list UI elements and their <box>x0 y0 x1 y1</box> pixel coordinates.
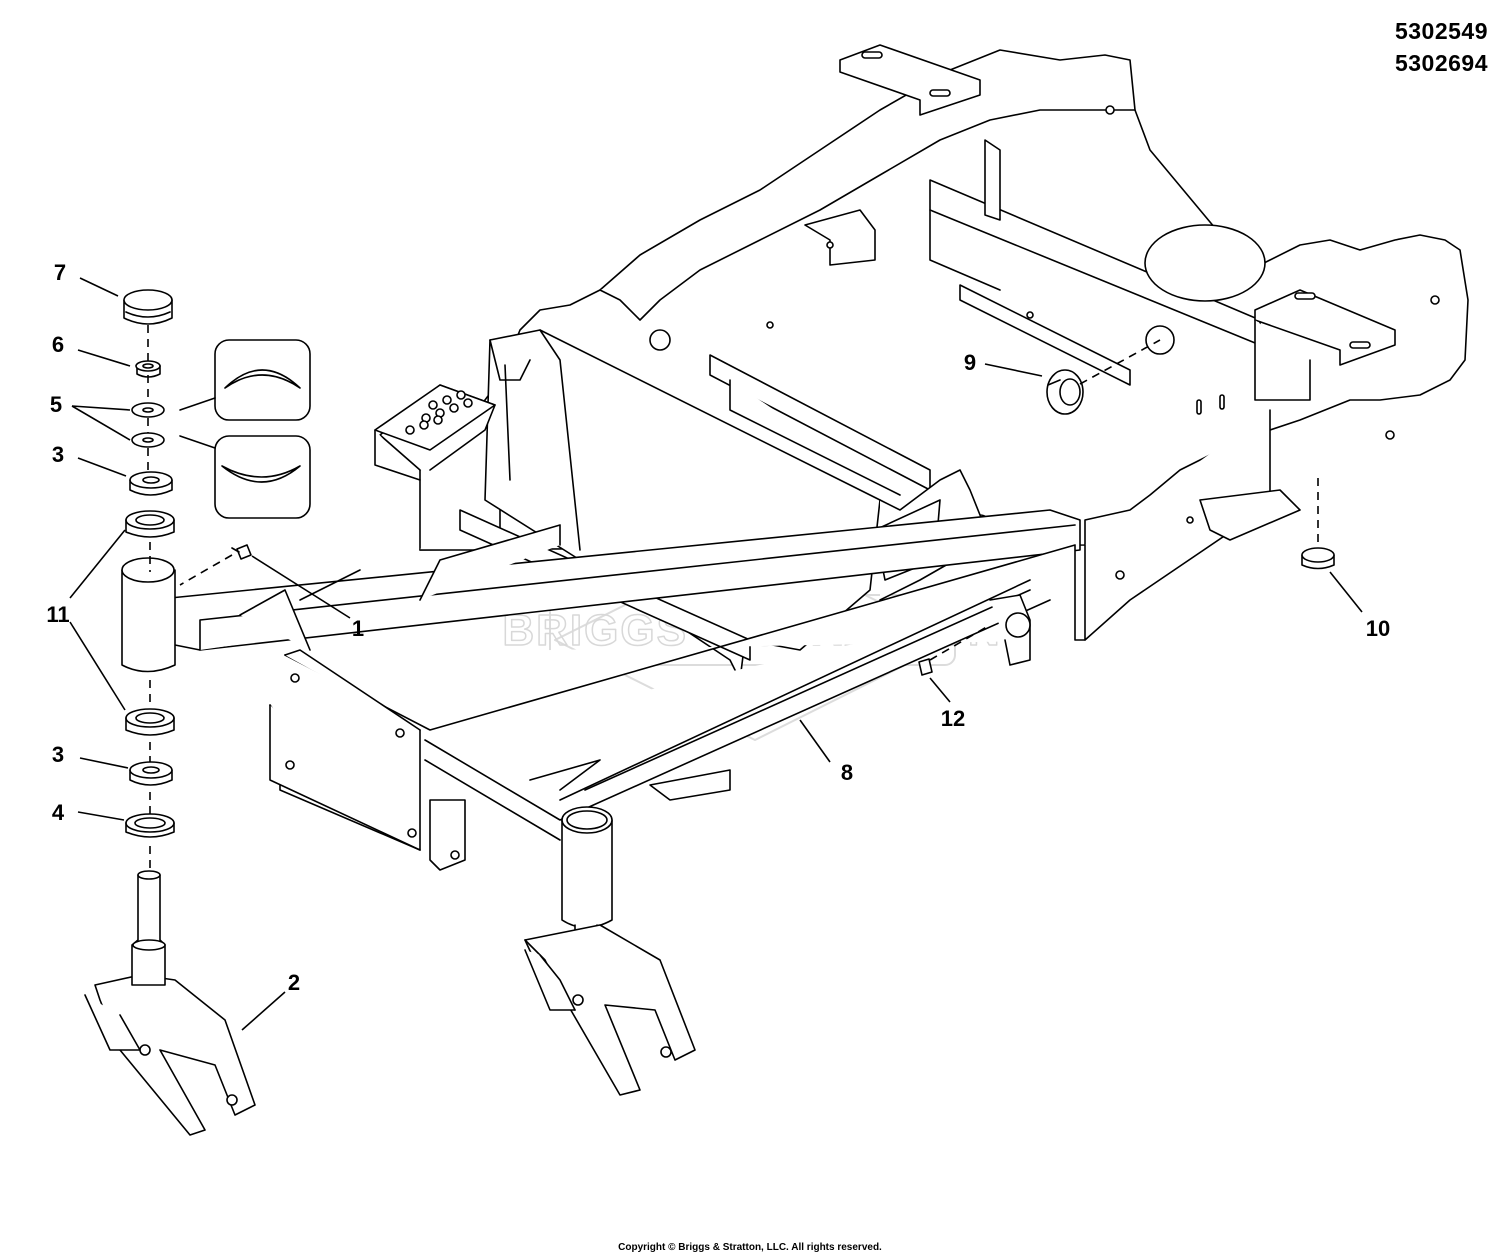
callout-5: 5 <box>50 392 62 417</box>
callout-1: 1 <box>352 616 364 641</box>
bearing-3-lower <box>129 761 173 786</box>
caster-fork-left <box>84 974 256 1136</box>
bearing-race-11-upper <box>125 510 175 538</box>
hub-cap-7 <box>123 289 173 325</box>
washer-detail-top <box>179 339 311 421</box>
callout-8: 8 <box>841 760 853 785</box>
seal-4 <box>125 813 175 838</box>
callout-2: 2 <box>288 970 300 995</box>
callout-3-upper: 3 <box>52 442 64 467</box>
copyright-notice: Copyright © Briggs & Stratton, LLC. All … <box>618 1242 882 1253</box>
grommet-9 <box>1046 369 1084 415</box>
washer-detail-bottom <box>179 435 311 519</box>
alignment-lines <box>147 325 1319 872</box>
spindle-housing-right <box>561 806 613 949</box>
caster-fork-right <box>524 924 696 1096</box>
callout-3-lower: 3 <box>52 742 64 767</box>
grease-fitting-1 <box>231 544 252 560</box>
document-number-2: 5302694 <box>1394 50 1488 76</box>
spindle-shaft <box>131 870 166 986</box>
callout-12: 12 <box>941 706 965 731</box>
front-frame <box>149 509 1086 871</box>
callout-9: 9 <box>964 350 976 375</box>
callout-labels: 7 6 5 3 11 3 4 2 1 8 9 10 12 <box>46 260 1390 995</box>
washer-5-lower <box>131 432 165 448</box>
nut-6 <box>135 360 161 378</box>
callout-4: 4 <box>52 800 65 825</box>
washer-5-upper <box>131 402 165 418</box>
callout-11: 11 <box>46 602 69 627</box>
plug-10 <box>1301 547 1335 570</box>
callout-7: 7 <box>54 260 66 285</box>
spindle-housing-left <box>121 557 176 673</box>
callout-6: 6 <box>52 332 64 357</box>
bearing-race-11-lower <box>125 708 175 736</box>
leader-lines <box>69 277 1363 1031</box>
callout-10: 10 <box>1366 616 1390 641</box>
document-number-1: 5302549 <box>1394 18 1488 44</box>
grease-fitting-12 <box>918 658 933 676</box>
footrest-bracket <box>374 384 496 481</box>
bearing-3-upper <box>129 471 173 496</box>
